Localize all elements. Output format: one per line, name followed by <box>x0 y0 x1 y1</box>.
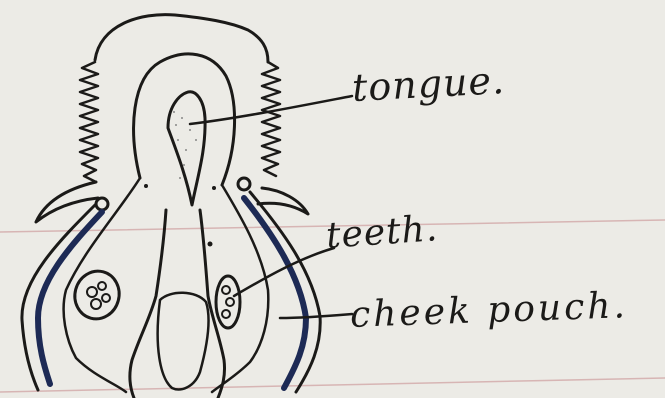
left-zigzag-edge <box>80 62 98 182</box>
tongue-shape <box>168 92 205 205</box>
left-pouch-contents <box>87 282 110 309</box>
right-cheek-pouch <box>216 276 240 328</box>
throat-bulb <box>158 293 209 390</box>
left-cheek-flap <box>36 182 98 222</box>
stray-dots <box>144 184 216 247</box>
right-tooth <box>238 178 250 190</box>
central-throat-right <box>200 210 225 398</box>
left-tooth <box>96 198 108 210</box>
pouch-leader-line <box>280 314 352 318</box>
left-jaw-blue-band <box>38 212 102 384</box>
tongue-label: tongue. <box>351 58 506 110</box>
right-zigzag-edge <box>262 62 280 176</box>
tongue-stipple <box>173 111 197 179</box>
teeth-label: teeth. <box>325 208 440 257</box>
right-pouch-contents <box>222 286 234 318</box>
